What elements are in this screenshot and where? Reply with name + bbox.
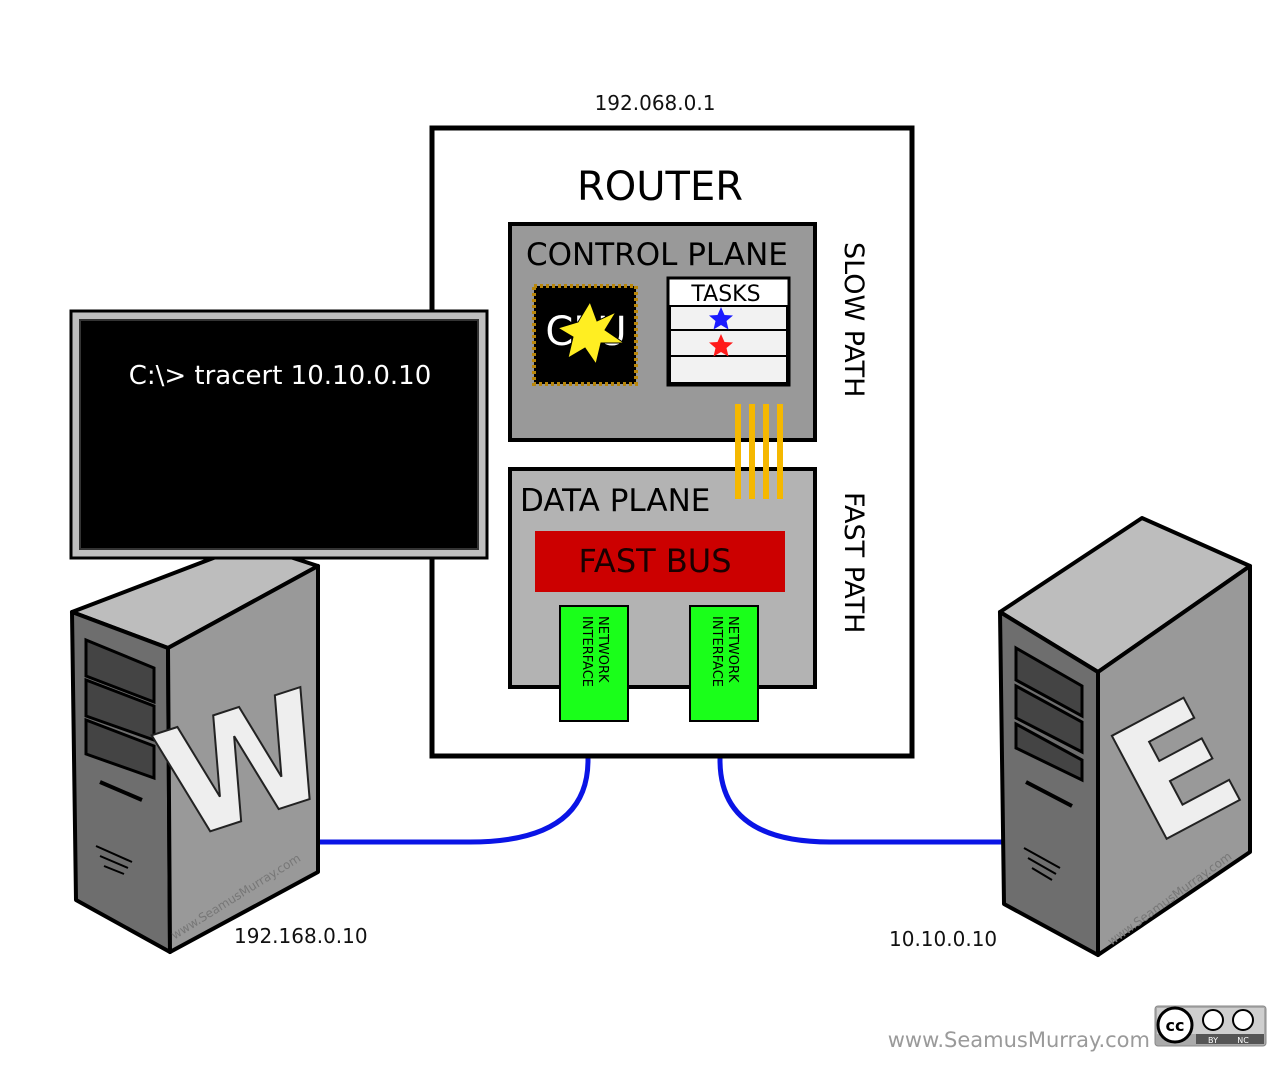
network-interface-right: NETWORK INTERFACE bbox=[689, 605, 759, 722]
nc-icon bbox=[1232, 1009, 1254, 1031]
vent-lines bbox=[1023, 847, 1061, 881]
license-by: BY bbox=[1208, 1036, 1218, 1045]
control-plane-label: CONTROL PLANE bbox=[526, 237, 788, 273]
terminal-monitor: C:\> tracert 10.10.0.10 bbox=[69, 309, 489, 560]
tasks-label: TASKS bbox=[690, 282, 760, 307]
by-icon bbox=[1202, 1009, 1224, 1031]
drive-bays bbox=[84, 637, 156, 781]
cc-icon: cc bbox=[1166, 1016, 1185, 1035]
network-interface-left: NETWORK INTERFACE bbox=[559, 605, 629, 722]
control-plane: CONTROL PLANE CPU TASKS bbox=[508, 222, 817, 442]
drive-slot bbox=[1025, 780, 1073, 808]
right-server-ip: 10.10.0.10 bbox=[889, 927, 997, 951]
server-left: W www.SeamusMurray.com bbox=[70, 542, 351, 954]
server-side bbox=[1096, 564, 1252, 957]
task-star-icon bbox=[709, 334, 733, 357]
cc-license-badge: cc BY NC bbox=[1154, 1005, 1267, 1047]
slow-path-label: SLOW PATH bbox=[838, 242, 869, 397]
plane-connector-pins bbox=[735, 404, 783, 499]
interface-label-line2: INTERFACE bbox=[709, 616, 724, 687]
server-side bbox=[166, 564, 320, 954]
drive-slot bbox=[99, 780, 143, 802]
cable-left bbox=[307, 715, 591, 845]
vent-lines bbox=[95, 845, 133, 875]
server-right: E www.SeamusMurray.com bbox=[998, 516, 1269, 957]
fast-bus bbox=[535, 531, 785, 592]
task-star-icon bbox=[709, 307, 733, 330]
cc-icon bbox=[1156, 1006, 1194, 1044]
burst-star-icon bbox=[556, 300, 626, 366]
drive-bays bbox=[1014, 645, 1084, 783]
interface-label-line1: NETWORK bbox=[725, 616, 740, 683]
footer-credit[interactable]: www.SeamusMurray.com bbox=[888, 1028, 1150, 1052]
data-plane-label: DATA PLANE bbox=[520, 483, 710, 519]
cable-right bbox=[717, 715, 1008, 845]
router-title: ROUTER bbox=[577, 164, 743, 210]
fast-path-label: FAST PATH bbox=[838, 492, 869, 633]
data-plane: DATA PLANE FAST BUS NETWORK INTERFACE NE… bbox=[508, 467, 817, 722]
tasks-list: TASKS bbox=[666, 276, 791, 387]
left-server-ip: 192.168.0.10 bbox=[234, 924, 368, 948]
task-row bbox=[669, 355, 788, 384]
cpu-chip-icon: CPU bbox=[532, 284, 638, 386]
terminal-command[interactable]: C:\> tracert 10.10.0.10 bbox=[129, 361, 432, 391]
license-nc: NC bbox=[1237, 1036, 1249, 1045]
interface-label-line2: INTERFACE bbox=[579, 616, 594, 687]
interface-label-line1: NETWORK bbox=[595, 616, 610, 683]
fast-bus-label: FAST BUS bbox=[578, 542, 731, 580]
router-ip-label: 192.068.0.1 bbox=[595, 91, 716, 115]
